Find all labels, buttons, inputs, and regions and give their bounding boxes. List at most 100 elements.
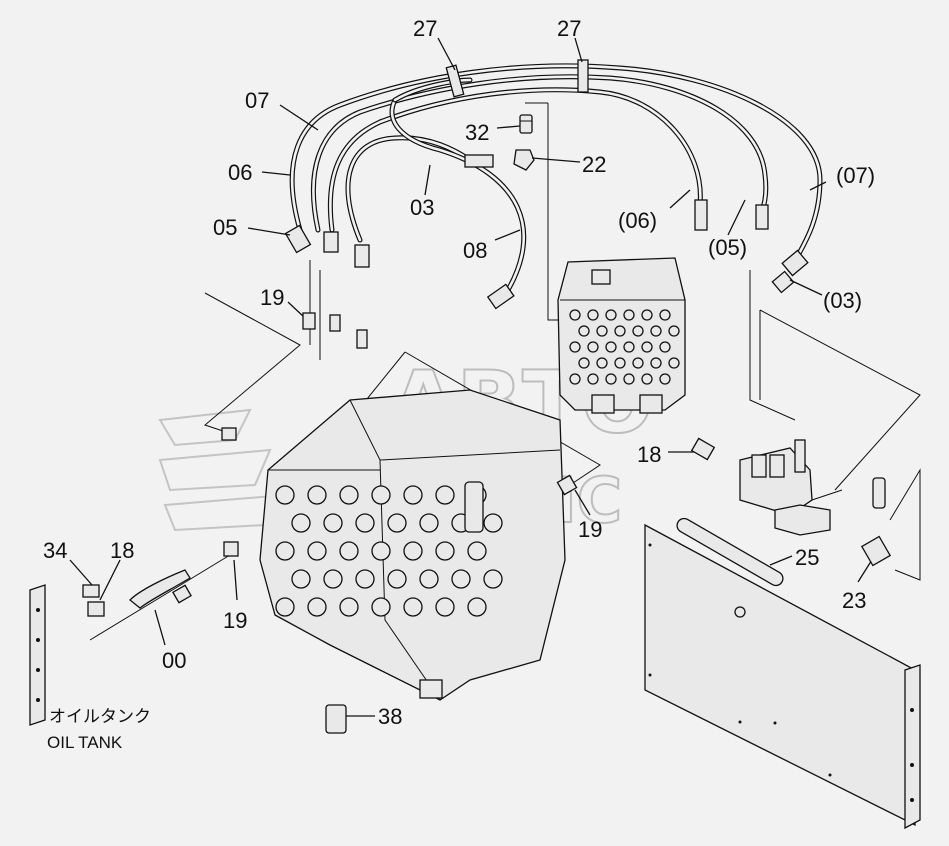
- port-circle: [275, 485, 295, 505]
- label-22: 22: [582, 152, 606, 177]
- fitting-19-b: [221, 427, 237, 441]
- fitting-19-d: [223, 541, 239, 557]
- port-circle: [569, 309, 581, 321]
- fitting-18-b: [87, 601, 105, 617]
- label-06: 06: [228, 160, 252, 185]
- port-circle: [632, 325, 644, 337]
- port-circle: [371, 597, 391, 617]
- port-circle: [435, 485, 455, 505]
- oil-tank-label-en: OIL TANK: [47, 733, 123, 752]
- port-circle: [483, 569, 503, 589]
- pilot-valve-block: [557, 257, 686, 414]
- port-circle: [275, 597, 295, 617]
- label-05: 05: [213, 215, 237, 240]
- label-08: 08: [463, 238, 487, 263]
- port-circle: [605, 309, 617, 321]
- fitting-38: [325, 704, 347, 734]
- label-27-right: 27: [557, 16, 581, 41]
- fitting-19-c: [556, 474, 578, 496]
- pipe-25: [676, 517, 784, 587]
- label-00: 00: [162, 648, 186, 673]
- port-circle: [587, 309, 599, 321]
- port-circle: [419, 513, 439, 533]
- port-circle: [650, 325, 662, 337]
- port-circle: [668, 357, 680, 369]
- oil-tank-label-jp: オイルタンク: [49, 707, 151, 726]
- label-25: 25: [795, 545, 819, 570]
- label-32: 32: [465, 120, 489, 145]
- right-valve-block: [739, 439, 843, 536]
- label-23: 23: [842, 588, 866, 613]
- port-circle: [650, 357, 662, 369]
- label-38: 38: [378, 704, 402, 729]
- port-circle: [668, 325, 680, 337]
- label-27-left: 27: [413, 16, 437, 41]
- port-circle: [587, 341, 599, 353]
- port-circle: [403, 597, 423, 617]
- fitting-22: [513, 149, 535, 171]
- label-07-paren: (07): [836, 163, 875, 188]
- port-circle: [339, 485, 359, 505]
- port-circle: [632, 357, 644, 369]
- label-19-d: 19: [223, 608, 247, 633]
- port-circle: [596, 357, 608, 369]
- port-circle: [578, 357, 590, 369]
- fitting-18-a: [690, 437, 716, 461]
- label-18-b: 18: [110, 538, 134, 563]
- hose-bundle: [284, 59, 823, 310]
- port-circle: [419, 569, 439, 589]
- fittings: [221, 312, 892, 734]
- port-circle: [614, 357, 626, 369]
- port-circle: [435, 541, 455, 561]
- part-labels: 27 27 07 32 22 06 03 05 08 (06) (07) (05…: [43, 16, 875, 752]
- port-circle: [339, 597, 359, 617]
- port-circle: [339, 541, 359, 561]
- label-05-paren: (05): [708, 235, 747, 260]
- port-circle: [451, 569, 471, 589]
- oil-tank-bracket: [29, 569, 192, 726]
- port-circle: [605, 341, 617, 353]
- port-circle: [623, 341, 635, 353]
- port-circle: [614, 325, 626, 337]
- port-circle: [403, 485, 423, 505]
- port-circle: [291, 569, 311, 589]
- port-circle: [467, 597, 487, 617]
- port-circle: [387, 513, 407, 533]
- port-circle: [403, 541, 423, 561]
- port-circle: [291, 513, 311, 533]
- label-18-a: 18: [637, 442, 661, 467]
- port-circle: [371, 541, 391, 561]
- port-circle: [355, 569, 375, 589]
- port-circle: [596, 325, 608, 337]
- label-03: 03: [410, 195, 434, 220]
- port-circle: [605, 373, 617, 385]
- port-circle: [641, 309, 653, 321]
- label-07: 07: [245, 88, 269, 113]
- label-34: 34: [43, 538, 67, 563]
- label-03-paren: (03): [823, 288, 862, 313]
- port-circle: [569, 341, 581, 353]
- port-circle: [578, 325, 590, 337]
- fitting-19-a: [302, 312, 316, 330]
- port-circle: [641, 341, 653, 353]
- port-circle: [307, 597, 327, 617]
- port-circle: [355, 513, 375, 533]
- clamp-27-right: [577, 59, 589, 93]
- port-circle: [387, 569, 407, 589]
- port-circle: [569, 373, 581, 385]
- label-19-a: 19: [260, 285, 284, 310]
- label-06-paren: (06): [618, 208, 657, 233]
- fitting-34: [82, 584, 100, 598]
- port-circle: [641, 373, 653, 385]
- hose-00: [129, 569, 191, 609]
- port-circle: [659, 373, 671, 385]
- port-circle: [275, 541, 295, 561]
- label-19-c: 19: [578, 517, 602, 542]
- clamp-27-left: [445, 64, 465, 98]
- port-circle: [587, 373, 599, 385]
- port-circle: [323, 513, 343, 533]
- port-circle: [659, 341, 671, 353]
- port-circle: [435, 597, 455, 617]
- mounting-plate: [644, 517, 921, 830]
